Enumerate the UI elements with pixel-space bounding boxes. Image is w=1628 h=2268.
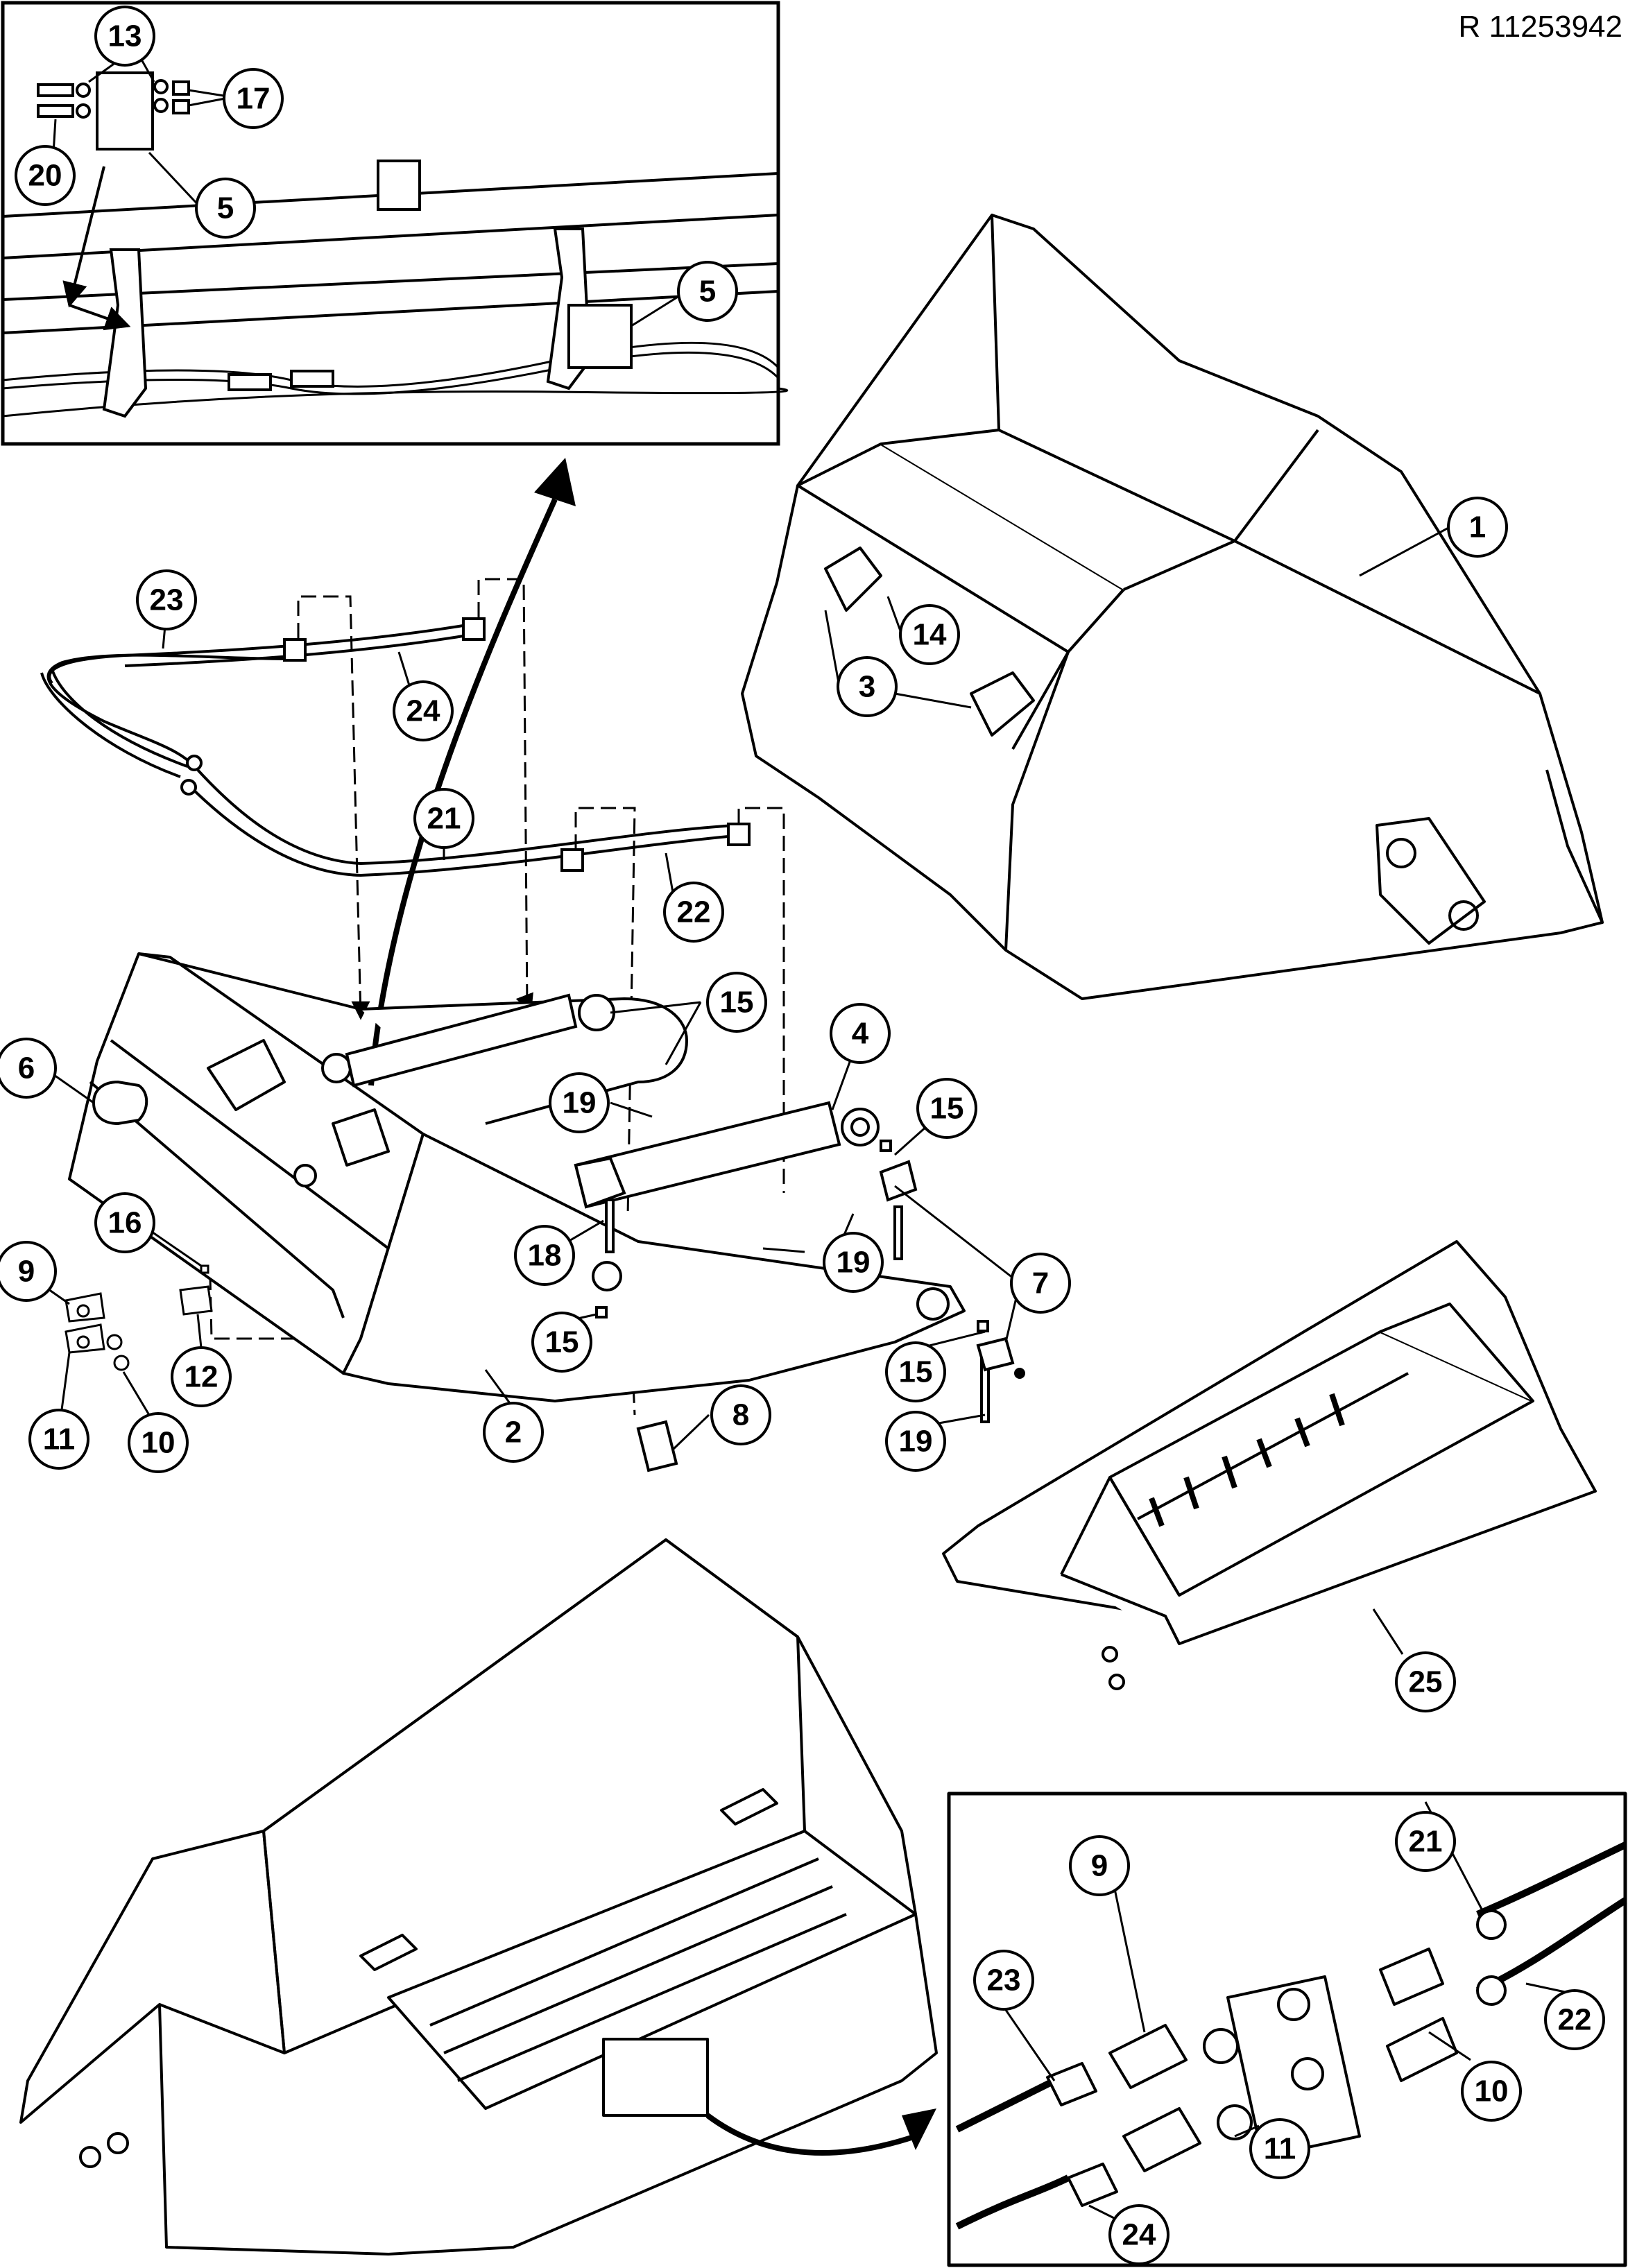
- svg-text:25: 25: [1409, 1665, 1443, 1699]
- document-reference-id: R 11253942: [1458, 10, 1623, 44]
- callout-5: 5: [195, 178, 256, 239]
- callout-10: 10: [128, 1412, 189, 1473]
- callout-24: 24: [393, 680, 454, 741]
- callout-24: 24: [1108, 2204, 1169, 2265]
- callout-9: 9: [0, 1241, 57, 1302]
- callout-25: 25: [1395, 1651, 1456, 1712]
- callout-7: 7: [1010, 1253, 1071, 1314]
- svg-text:19: 19: [563, 1086, 597, 1120]
- svg-text:9: 9: [1091, 1849, 1108, 1883]
- arrowhead: [902, 2108, 936, 2150]
- svg-text:23: 23: [987, 1964, 1021, 1998]
- bucket-1-drawing: [741, 214, 1604, 1000]
- bucket-25-drawing: [942, 1240, 1597, 1690]
- svg-text:5: 5: [699, 275, 716, 309]
- callout-1: 1: [1447, 497, 1508, 558]
- callout-15: 15: [706, 972, 767, 1033]
- bucket-25-slots: [1149, 1393, 1345, 1527]
- svg-text:19: 19: [837, 1246, 871, 1280]
- svg-text:11: 11: [43, 1423, 76, 1457]
- svg-text:10: 10: [142, 1426, 175, 1460]
- loader-frame-drawing: [68, 952, 966, 1402]
- callout-15: 15: [531, 1312, 592, 1373]
- svg-text:20: 20: [28, 159, 62, 193]
- svg-text:18: 18: [528, 1239, 562, 1273]
- callout-8: 8: [710, 1384, 771, 1445]
- callout-3: 3: [837, 656, 898, 717]
- callout-21: 21: [413, 788, 474, 849]
- callout-13: 13: [94, 6, 155, 67]
- callout-18: 18: [514, 1225, 575, 1286]
- svg-text:3: 3: [859, 670, 875, 704]
- svg-text:4: 4: [852, 1017, 869, 1051]
- callout-10: 10: [1461, 2061, 1522, 2122]
- svg-text:21: 21: [427, 802, 461, 836]
- svg-text:11: 11: [1264, 2132, 1296, 2166]
- detail-inset-top: [1, 1, 789, 446]
- svg-text:22: 22: [1558, 2003, 1592, 2037]
- svg-text:15: 15: [720, 986, 754, 1020]
- svg-text:23: 23: [150, 583, 184, 617]
- svg-text:8: 8: [732, 1398, 749, 1432]
- callout-21: 21: [1395, 1811, 1456, 1872]
- svg-text:10: 10: [1475, 2074, 1509, 2108]
- svg-text:5: 5: [217, 191, 234, 225]
- curved-arrow-to-top-inset: [368, 498, 558, 1086]
- callout-4: 4: [830, 1003, 891, 1064]
- svg-text:7: 7: [1032, 1266, 1049, 1300]
- callout-19: 19: [823, 1232, 884, 1293]
- callout-6: 6: [0, 1038, 57, 1099]
- svg-text:12: 12: [185, 1360, 219, 1394]
- svg-text:17: 17: [237, 82, 271, 116]
- callout-19: 19: [549, 1072, 610, 1133]
- svg-text:16: 16: [108, 1206, 142, 1240]
- callout-15: 15: [916, 1078, 977, 1139]
- callout-19: 19: [885, 1411, 946, 1472]
- curved-arrow-to-bottom-inset: [705, 2113, 917, 2156]
- svg-text:14: 14: [913, 618, 947, 652]
- svg-text:15: 15: [899, 1355, 933, 1389]
- hose-fittings-drawing: [65, 1264, 213, 1371]
- svg-text:2: 2: [505, 1416, 522, 1450]
- callout-15: 15: [885, 1341, 946, 1402]
- hose-assembly-drawing: [40, 617, 751, 877]
- hydraulic-cylinders-drawing: [345, 993, 880, 1209]
- svg-text:19: 19: [899, 1425, 933, 1459]
- svg-text:24: 24: [1122, 2218, 1156, 2252]
- leader-arrow: [62, 166, 105, 308]
- svg-text:1: 1: [1469, 510, 1486, 544]
- svg-text:6: 6: [18, 1051, 35, 1085]
- callout-9: 9: [1069, 1835, 1130, 1896]
- callout-14: 14: [899, 604, 960, 665]
- callout-11: 11: [28, 1409, 89, 1470]
- arrowhead: [534, 458, 576, 506]
- callout-16: 16: [94, 1192, 155, 1253]
- callout-5: 5: [677, 261, 738, 322]
- callout-22: 22: [1544, 1989, 1605, 2050]
- svg-text:21: 21: [1409, 1825, 1443, 1859]
- detail-inset-bottom: [947, 1792, 1627, 2267]
- callout-23: 23: [136, 569, 197, 630]
- callout-22: 22: [663, 882, 724, 943]
- svg-text:22: 22: [677, 895, 711, 929]
- pins-bushings-drawing: [592, 1140, 1025, 1472]
- callout-11: 11: [1249, 2118, 1310, 2179]
- bucket-bottom-drawing: [19, 1538, 938, 2256]
- svg-text:24: 24: [406, 694, 440, 728]
- callout-12: 12: [171, 1346, 232, 1407]
- callout-2: 2: [483, 1402, 544, 1463]
- svg-text:15: 15: [930, 1092, 964, 1126]
- callout-23: 23: [973, 1950, 1034, 2011]
- callout-17: 17: [223, 68, 284, 129]
- svg-text:15: 15: [545, 1325, 579, 1359]
- svg-text:13: 13: [108, 19, 142, 53]
- leader-arrow: [69, 304, 131, 331]
- svg-text:9: 9: [18, 1255, 35, 1289]
- callout-20: 20: [15, 145, 76, 206]
